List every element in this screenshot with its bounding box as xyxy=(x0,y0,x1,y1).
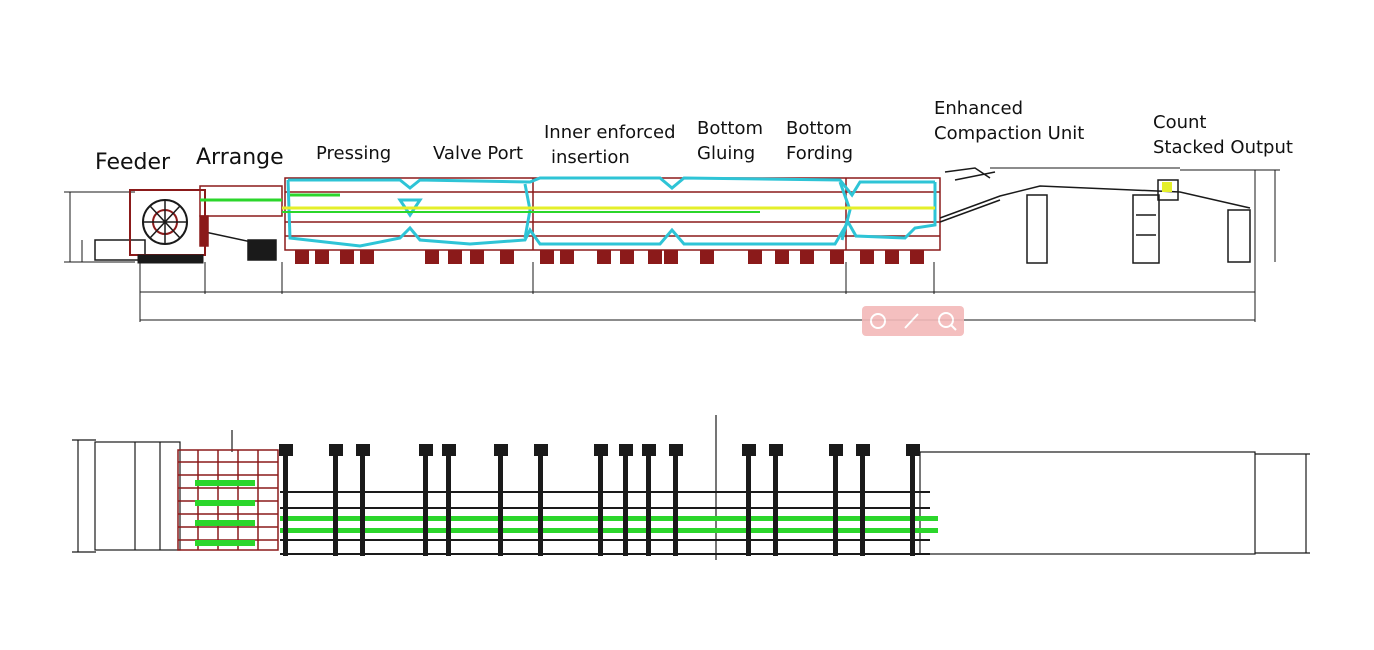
machine-leg xyxy=(540,250,554,264)
label-arrange: Arrange xyxy=(196,145,284,170)
plan-post-cap xyxy=(419,444,433,456)
label-feeder: Feeder xyxy=(95,150,171,175)
machine-leg xyxy=(648,250,662,264)
plan-post xyxy=(833,456,838,556)
machine-leg xyxy=(295,250,309,264)
machine-leg xyxy=(885,250,899,264)
web-line xyxy=(282,193,935,213)
plan-post-cap xyxy=(619,444,633,456)
machine-leg xyxy=(560,250,574,264)
feeder-unit xyxy=(94,189,206,264)
machine-leg xyxy=(500,250,514,264)
label-valve-port: Valve Port xyxy=(433,143,524,164)
machine-leg xyxy=(470,250,484,264)
plan-post-cap xyxy=(856,444,870,456)
machine-leg xyxy=(448,250,462,264)
machine-leg xyxy=(597,250,611,264)
plan-post xyxy=(910,456,915,556)
machine-leg xyxy=(860,250,874,264)
machine-leg xyxy=(910,250,924,264)
plan-post xyxy=(773,456,778,556)
plan-post xyxy=(360,456,365,556)
watermark xyxy=(862,306,964,336)
plan-post xyxy=(283,456,288,556)
machine-leg xyxy=(620,250,634,264)
search-icon xyxy=(938,312,954,328)
edit-icon xyxy=(904,313,919,329)
plan-post xyxy=(673,456,678,556)
share-icon xyxy=(870,313,886,329)
plan-post-cap xyxy=(642,444,656,456)
machine-legs xyxy=(295,250,924,264)
label-inner-enforced-insertion: Inner enforced insertion xyxy=(544,122,676,168)
plan-post-cap xyxy=(534,444,548,456)
plan-post-cap xyxy=(906,444,920,456)
machine-leg xyxy=(775,250,789,264)
plan-post xyxy=(333,456,338,556)
machine-leg xyxy=(425,250,439,264)
label-bottom-fording: Bottom Fording xyxy=(786,118,854,164)
plan-post xyxy=(646,456,651,556)
label-count-stacked-output: Count Stacked Output xyxy=(1153,112,1293,158)
machine-leg xyxy=(360,250,374,264)
plan-post xyxy=(746,456,751,556)
plan-post-cap xyxy=(742,444,756,456)
plan-post xyxy=(860,456,865,556)
plan-post xyxy=(423,456,428,556)
plan-post xyxy=(446,456,451,556)
plan-post xyxy=(598,456,603,556)
plan-post-cap xyxy=(329,444,343,456)
machine-leg xyxy=(800,250,814,264)
label-bottom-gluing: Bottom Gluing xyxy=(697,118,764,164)
plan-posts xyxy=(279,444,920,556)
arrange-unit xyxy=(199,185,283,261)
plan-post xyxy=(538,456,543,556)
side-elevation-view xyxy=(64,167,1280,322)
plan-view xyxy=(72,415,1310,560)
plan-post-cap xyxy=(594,444,608,456)
plan-post-cap xyxy=(829,444,843,456)
plan-post-cap xyxy=(356,444,370,456)
plan-post-cap xyxy=(494,444,508,456)
plan-rails xyxy=(280,491,930,555)
plan-post xyxy=(623,456,628,556)
plan-post-cap xyxy=(769,444,783,456)
plan-green-web xyxy=(195,480,938,546)
label-pressing: Pressing xyxy=(316,143,392,164)
machine-leg xyxy=(830,250,844,264)
plan-post-cap xyxy=(442,444,456,456)
label-enhanced-compaction-unit: Enhanced Compaction Unit xyxy=(934,98,1085,144)
output-conveyor xyxy=(939,167,1251,264)
machine-leg xyxy=(664,250,678,264)
plan-post-cap xyxy=(279,444,293,456)
machine-leg xyxy=(700,250,714,264)
plan-post-cap xyxy=(669,444,683,456)
machine-leg xyxy=(315,250,329,264)
plan-post xyxy=(498,456,503,556)
machine-leg xyxy=(340,250,354,264)
machine-leg xyxy=(748,250,762,264)
